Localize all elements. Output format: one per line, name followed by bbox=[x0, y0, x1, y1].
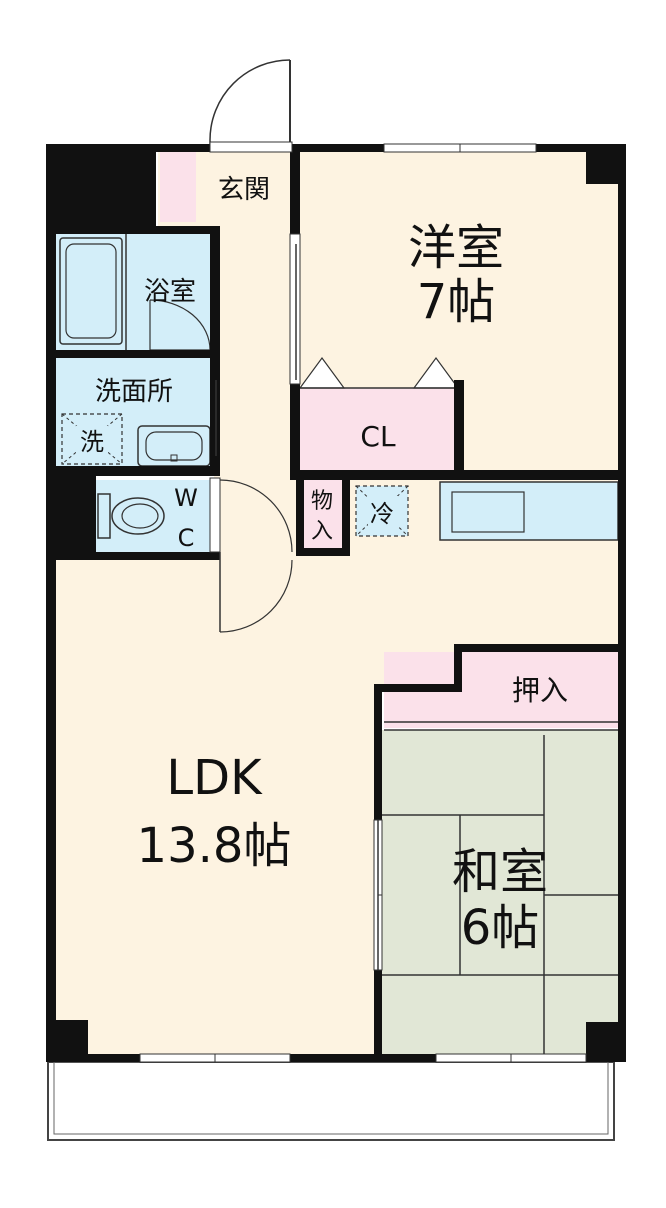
ldk-area bbox=[56, 478, 460, 1054]
label-western-name: 洋室 bbox=[408, 220, 504, 276]
label-ldk-size: 13.8帖 bbox=[137, 818, 292, 874]
storage-area bbox=[302, 480, 344, 548]
label-washer: 洗 bbox=[80, 428, 104, 456]
label-ldk-name: LDK bbox=[166, 750, 263, 806]
bath-door bbox=[149, 299, 211, 351]
entrance-tile bbox=[160, 150, 196, 222]
label-oshiire: 押入 bbox=[512, 674, 568, 707]
label-wc-w: W bbox=[174, 484, 198, 512]
label-storage-1: 物 bbox=[311, 489, 333, 514]
label-bath: 浴室 bbox=[144, 277, 196, 307]
label-wc-c: C bbox=[178, 524, 195, 552]
fridge-space bbox=[355, 485, 409, 537]
sliding-doors bbox=[215, 244, 618, 970]
label-japanese-size: 6帖 bbox=[461, 900, 540, 956]
bathtub bbox=[59, 237, 123, 345]
washbasin bbox=[137, 425, 211, 467]
entrance-door bbox=[209, 59, 291, 148]
label-entrance: 玄関 bbox=[218, 175, 270, 205]
washer-space bbox=[61, 413, 123, 465]
label-western-size: 7帖 bbox=[417, 274, 496, 330]
tatami-lines bbox=[382, 735, 618, 1054]
kitchen-counter bbox=[439, 481, 619, 541]
hallway bbox=[214, 228, 298, 478]
toilet bbox=[97, 493, 165, 539]
label-washroom: 洗面所 bbox=[95, 377, 173, 407]
label-japanese-name: 和室 bbox=[452, 844, 548, 900]
label-storage-2: 入 bbox=[311, 519, 333, 544]
label-closet: CL bbox=[360, 420, 396, 453]
wc-door bbox=[219, 479, 293, 633]
balcony bbox=[47, 1061, 615, 1141]
label-fridge: 冷 bbox=[370, 500, 394, 528]
closet-doors bbox=[298, 356, 460, 389]
japanese-room bbox=[382, 730, 618, 1054]
closet-area bbox=[300, 388, 456, 472]
